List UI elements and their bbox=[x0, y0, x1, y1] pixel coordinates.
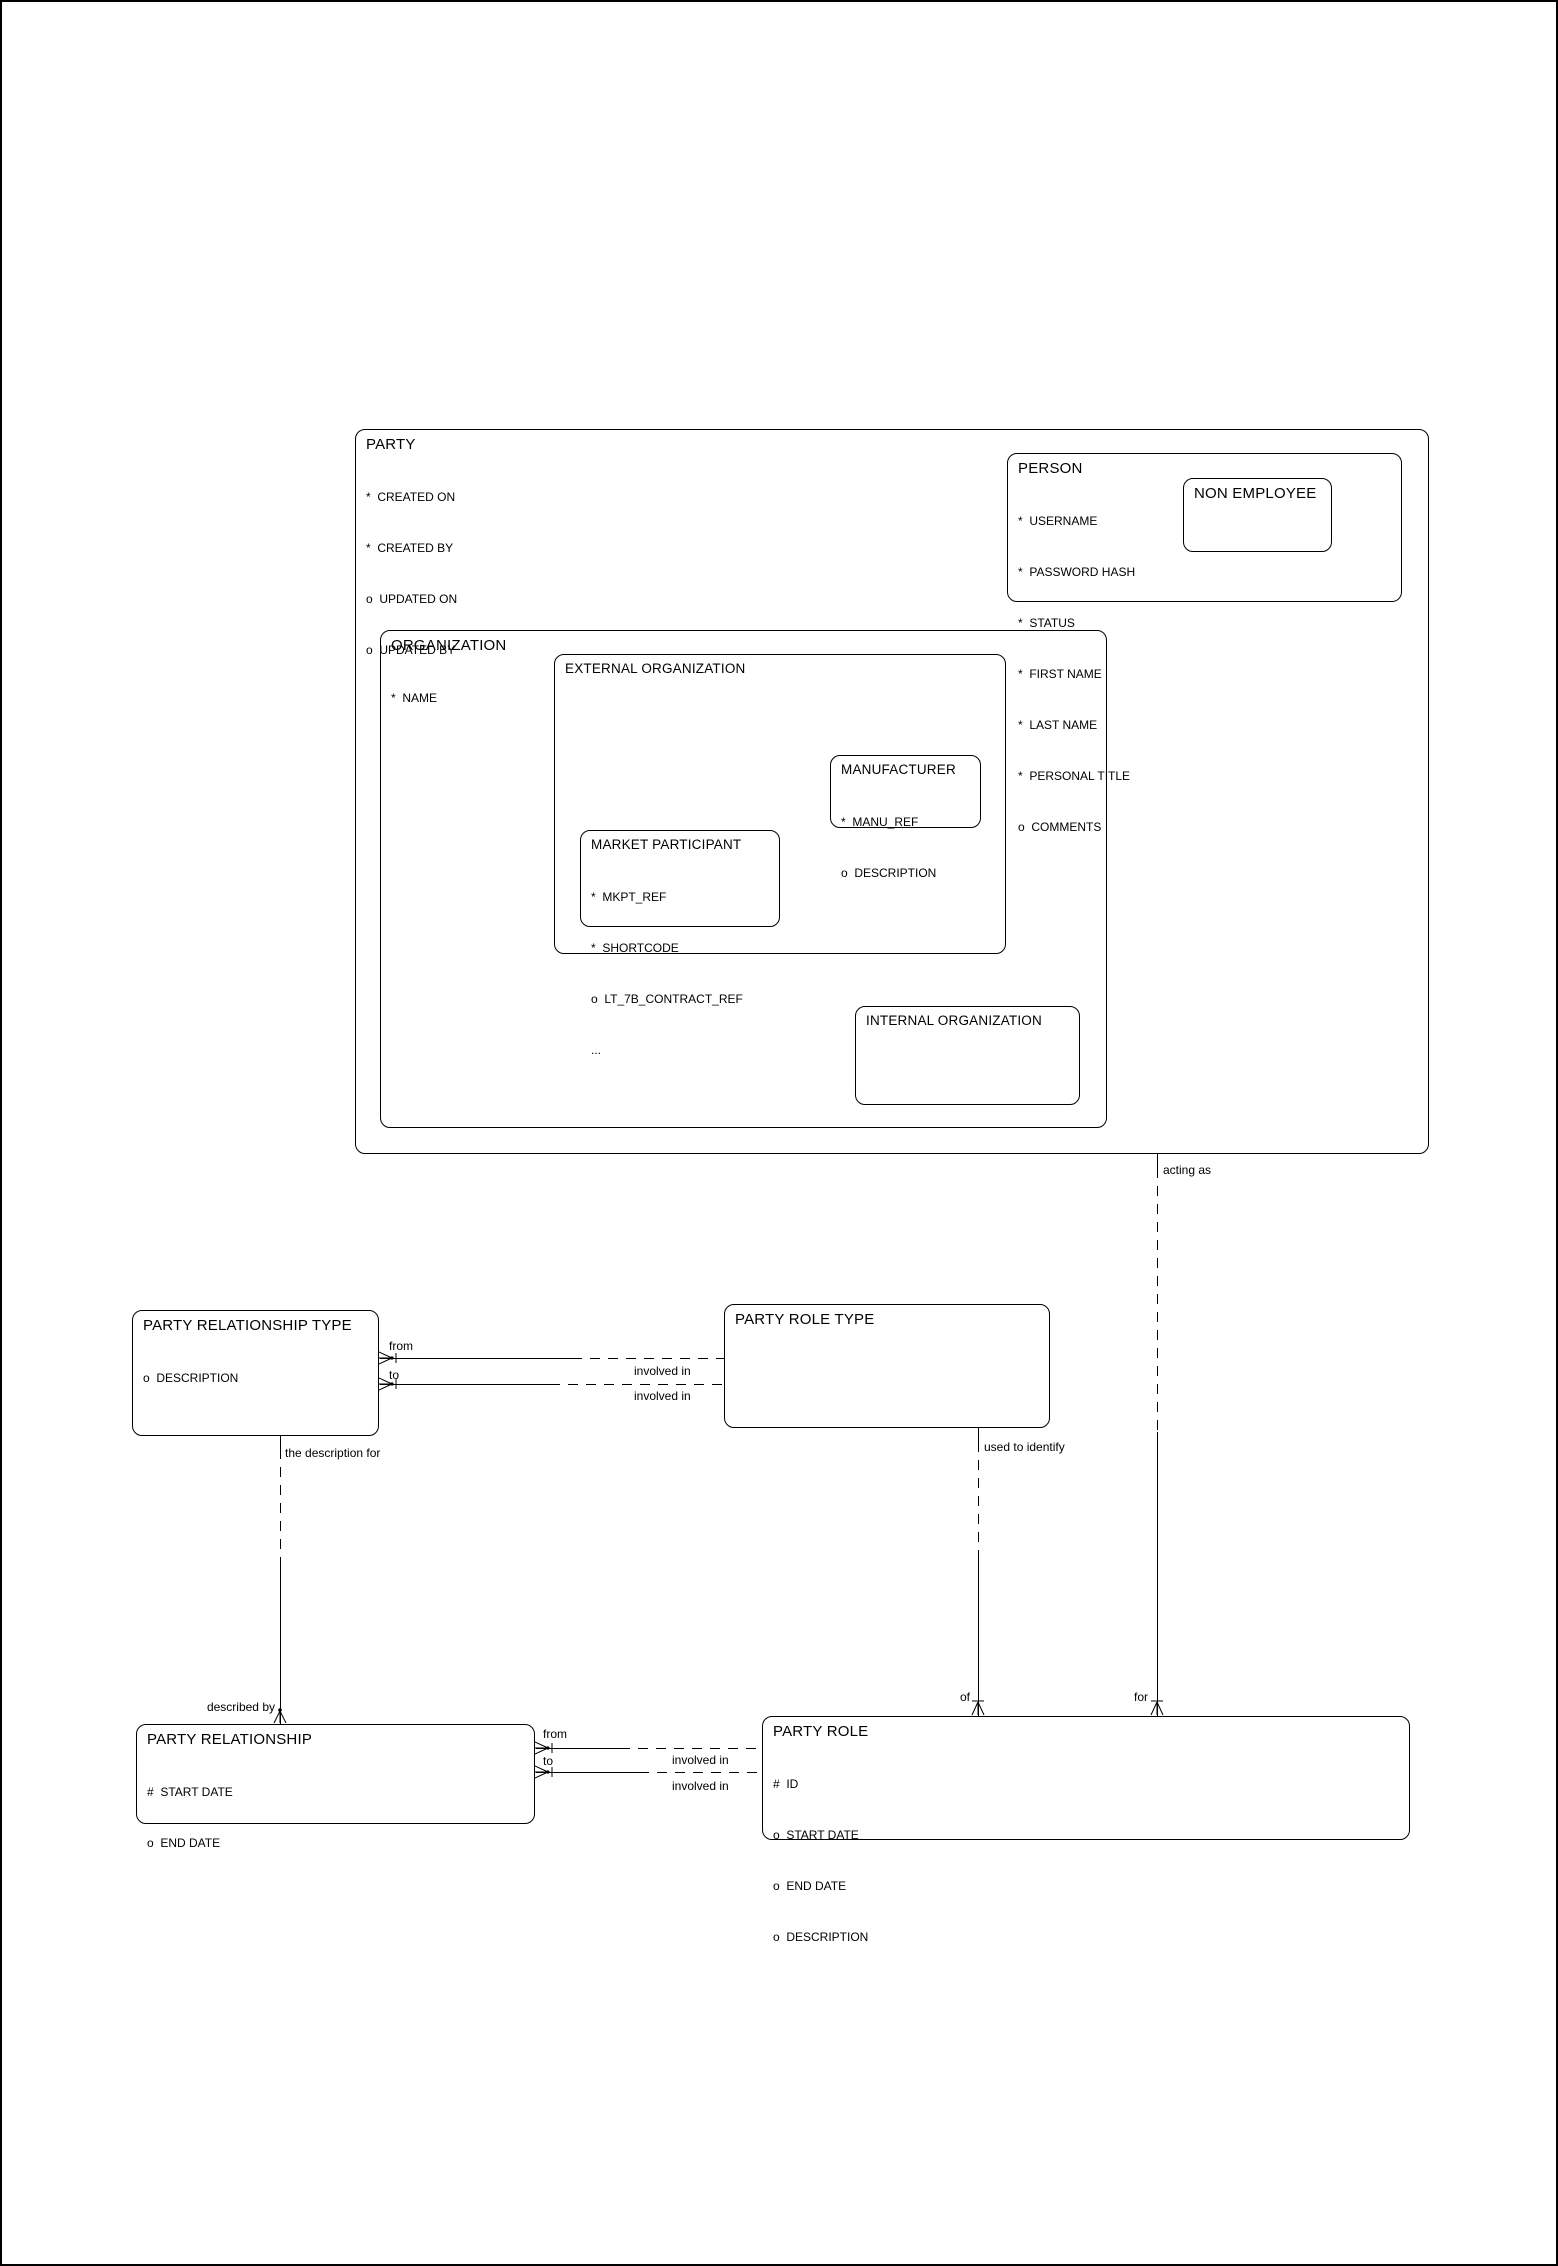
attribute: o START DATE bbox=[773, 1828, 859, 1842]
relationship-label: the description for bbox=[285, 1446, 381, 1460]
rel-party-prole-line[interactable] bbox=[1157, 1432, 1158, 1716]
rel-prolet-prole-line-dashed[interactable] bbox=[978, 1442, 979, 1554]
relationship-label: for bbox=[1133, 1690, 1148, 1704]
entity-market-participant-attributes: * MKPT_REF * SHORTCODE o LT_7B_CONTRACT_… bbox=[581, 854, 779, 1093]
entity-party-relationship[interactable]: PARTY RELATIONSHIP # START DATE o END DA… bbox=[136, 1724, 535, 1850]
attribute: o DESCRIPTION bbox=[841, 866, 937, 880]
entity-organization[interactable]: ORGANIZATION * NAME EXTERNAL ORGANIZATIO… bbox=[380, 630, 1107, 1128]
entity-party-role-type-title: PARTY ROLE TYPE bbox=[735, 1311, 875, 1328]
attribute: o UPDATED ON bbox=[366, 592, 458, 606]
attribute: * FIRST NAME bbox=[1018, 667, 1102, 681]
rel-prt-prel-line[interactable] bbox=[280, 1560, 281, 1724]
rel-prt-prolet-1-line-dashed[interactable] bbox=[572, 1358, 724, 1359]
crow-foot-icon bbox=[535, 1765, 553, 1779]
rel-party-prole-line-dashed[interactable] bbox=[1157, 1168, 1158, 1432]
attribute: * CREATED ON bbox=[366, 490, 456, 504]
attribute: * NAME bbox=[391, 691, 438, 705]
entity-manufacturer-title: MANUFACTURER bbox=[841, 762, 956, 777]
rel-prt-prel-line-dashed[interactable] bbox=[280, 1449, 281, 1560]
relationship-label: involved in bbox=[634, 1364, 691, 1378]
relationship-label: involved in bbox=[672, 1779, 729, 1793]
rel-prel-prole-1-line[interactable] bbox=[536, 1748, 620, 1749]
rel-prt-prolet-2-line[interactable] bbox=[380, 1384, 550, 1385]
rel-prel-prole-2-line-dashed[interactable] bbox=[639, 1772, 762, 1773]
attribute: * SHORTCODE bbox=[591, 941, 679, 955]
attribute: o END DATE bbox=[773, 1879, 847, 1893]
relationship-label: from bbox=[389, 1339, 413, 1353]
rel-prt-prolet-1-line[interactable] bbox=[380, 1358, 572, 1359]
attribute: * MKPT_REF bbox=[591, 890, 667, 904]
entity-party-relationship-type-title: PARTY RELATIONSHIP TYPE bbox=[143, 1317, 352, 1334]
attribute: o UPDATED BY bbox=[366, 643, 456, 657]
rel-prolet-prole-line[interactable] bbox=[978, 1554, 979, 1716]
attribute: o END DATE bbox=[147, 1836, 221, 1850]
entity-external-organization[interactable]: EXTERNAL ORGANIZATION MANUFACTURER * MAN… bbox=[554, 654, 1006, 1057]
entity-party-relationship-attributes: # START DATE o END DATE bbox=[137, 1749, 534, 1886]
rel-prel-prole-2-line[interactable] bbox=[536, 1772, 639, 1773]
attribute: o DESCRIPTION bbox=[143, 1371, 239, 1385]
attribute: * USERNAME bbox=[1018, 514, 1098, 528]
entity-party-attributes: * CREATED ON * CREATED BY o UPDATED ON o… bbox=[356, 454, 1428, 693]
entity-market-participant-title: MARKET PARTICIPANT bbox=[591, 837, 742, 852]
entity-party-relationship-type-attributes: o DESCRIPTION bbox=[133, 1335, 378, 1421]
entity-person[interactable]: PERSON * USERNAME * PASSWORD HASH * STAT… bbox=[1007, 453, 1402, 834]
entity-internal-organization-title: INTERNAL ORGANIZATION bbox=[866, 1013, 1042, 1028]
attribute: o LT_7B_CONTRACT_REF bbox=[591, 992, 743, 1006]
rel-prt-prel-line[interactable] bbox=[280, 1436, 281, 1449]
entity-party-role-type[interactable]: PARTY ROLE TYPE bbox=[724, 1304, 1050, 1428]
attribute: o DESCRIPTION bbox=[773, 1930, 869, 1944]
entity-party-role-attributes: # ID o START DATE o END DATE o DESCRIPTI… bbox=[763, 1741, 1409, 1980]
crow-foot-icon bbox=[971, 1700, 985, 1716]
entity-party[interactable]: PARTY * CREATED ON * CREATED BY o UPDATE… bbox=[355, 429, 1429, 1154]
crow-foot-icon bbox=[535, 1741, 553, 1755]
relationship-label: acting as bbox=[1163, 1163, 1212, 1177]
relationship-label: described by bbox=[206, 1700, 275, 1714]
entity-non-employee[interactable]: NON EMPLOYEE bbox=[1183, 478, 1332, 552]
entity-party-role[interactable]: PARTY ROLE # ID o START DATE o END DATE … bbox=[762, 1716, 1410, 1944]
rel-prel-prole-1-line-dashed[interactable] bbox=[620, 1748, 762, 1749]
attribute: * LAST NAME bbox=[1018, 718, 1098, 732]
attribute: * STATUS bbox=[1018, 616, 1075, 630]
relationship-label: involved in bbox=[672, 1753, 729, 1767]
relationship-label: of bbox=[959, 1690, 970, 1704]
entity-party-title: PARTY bbox=[366, 436, 416, 453]
entity-party-role-title: PARTY ROLE bbox=[773, 1723, 869, 1740]
relationship-label: involved in bbox=[634, 1389, 691, 1403]
entity-person-title: PERSON bbox=[1018, 460, 1083, 477]
attribute: ... bbox=[591, 1043, 602, 1057]
relationship-label: to bbox=[543, 1754, 554, 1768]
entity-party-relationship-type[interactable]: PARTY RELATIONSHIP TYPE o DESCRIPTION bbox=[132, 1310, 379, 1436]
entity-non-employee-title: NON EMPLOYEE bbox=[1194, 485, 1317, 502]
rel-prt-prolet-2-line-dashed[interactable] bbox=[550, 1384, 724, 1385]
crow-foot-icon bbox=[379, 1351, 397, 1365]
relationship-label: from bbox=[543, 1727, 567, 1741]
attribute: # START DATE bbox=[147, 1785, 233, 1799]
rel-prolet-prole-line[interactable] bbox=[978, 1428, 979, 1442]
attribute: * MANU_REF bbox=[841, 815, 919, 829]
entity-manufacturer-attributes: * MANU_REF o DESCRIPTION bbox=[831, 779, 980, 916]
attribute: * PERSONAL TITLE bbox=[1018, 769, 1131, 783]
relationship-label: to bbox=[389, 1368, 400, 1382]
entity-market-participant[interactable]: MARKET PARTICIPANT * MKPT_REF * SHORTCOD… bbox=[580, 830, 780, 1057]
entity-external-organization-title: EXTERNAL ORGANIZATION bbox=[565, 661, 746, 676]
entity-manufacturer[interactable]: MANUFACTURER * MANU_REF o DESCRIPTION bbox=[830, 755, 981, 880]
attribute: * PASSWORD HASH bbox=[1018, 565, 1136, 579]
entity-person-attributes: * USERNAME * PASSWORD HASH * STATUS * FI… bbox=[1008, 478, 1401, 870]
entity-internal-organization[interactable]: INTERNAL ORGANIZATION bbox=[855, 1006, 1080, 1105]
entity-party-relationship-title: PARTY RELATIONSHIP bbox=[147, 1731, 313, 1748]
relationship-label: used to identify bbox=[984, 1440, 1065, 1454]
attribute: * CREATED BY bbox=[366, 541, 454, 555]
attribute: # ID bbox=[773, 1777, 799, 1791]
attribute: o COMMENTS bbox=[1018, 820, 1102, 834]
crow-foot-icon bbox=[273, 1708, 287, 1724]
entity-organization-attributes: * NAME bbox=[381, 655, 1106, 741]
rel-party-prole-line[interactable] bbox=[1157, 1154, 1158, 1168]
entity-organization-title: ORGANIZATION bbox=[391, 637, 507, 654]
crow-foot-icon bbox=[1150, 1700, 1164, 1716]
crow-foot-icon bbox=[379, 1377, 397, 1391]
